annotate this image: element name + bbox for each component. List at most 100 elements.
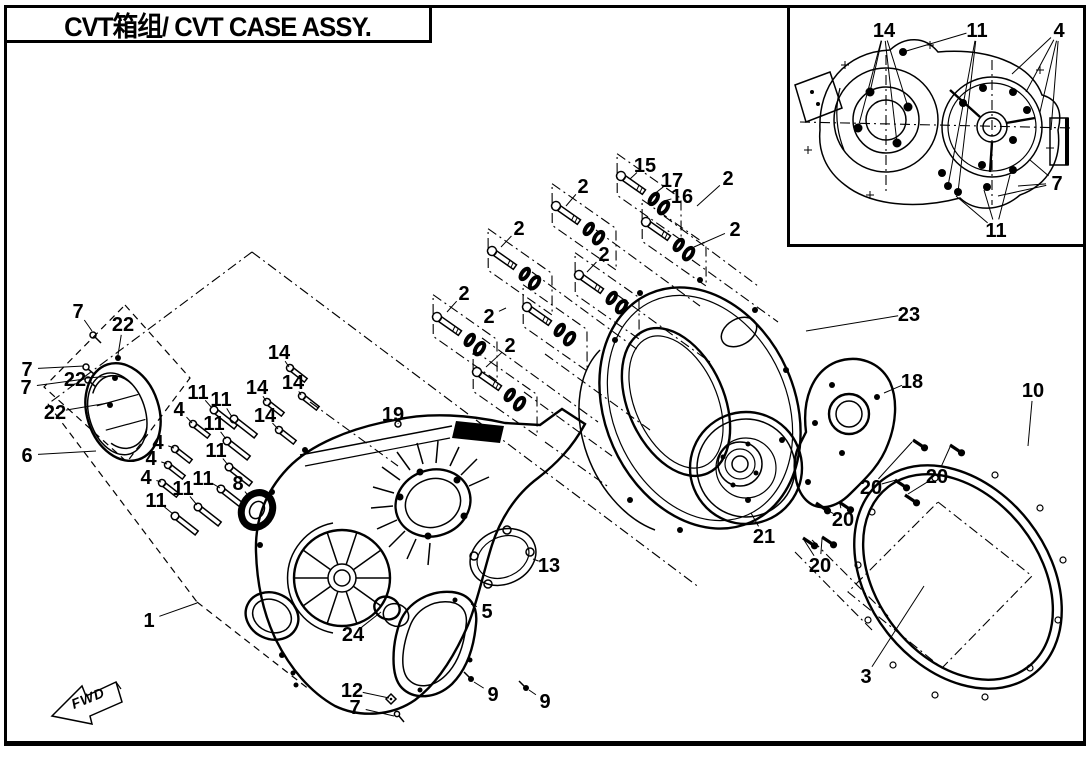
callout-14: 14	[246, 377, 269, 399]
leader-line	[298, 391, 302, 396]
callout-20: 20	[809, 555, 831, 577]
callout-13: 13	[538, 555, 560, 577]
shaft-boss	[244, 591, 300, 641]
leader-line	[693, 232, 726, 248]
leader-line	[117, 334, 122, 356]
leader-line	[902, 32, 967, 53]
callout-3: 3	[860, 666, 871, 688]
callout-20: 20	[832, 509, 854, 531]
callout-16: 16	[671, 186, 693, 208]
title-box: CVT箱组/ CVT CASE ASSY.	[4, 5, 432, 43]
leader-line	[1011, 37, 1052, 75]
leader-line	[1039, 40, 1058, 113]
leader-line	[161, 461, 168, 465]
leader-line	[750, 512, 760, 527]
callout-11: 11	[145, 490, 166, 512]
leader-line	[365, 708, 395, 717]
leader-line	[696, 185, 721, 207]
leader-line	[803, 539, 815, 557]
collar-part24	[373, 595, 410, 628]
large-gasket-part10	[853, 464, 1067, 701]
leader-line	[37, 450, 97, 455]
callout-11: 11	[210, 389, 231, 411]
callout-2: 2	[513, 218, 524, 240]
leader-line	[652, 186, 664, 196]
leader-line	[485, 352, 503, 368]
callout-14: 14	[254, 405, 277, 427]
leader-line	[586, 261, 597, 273]
callout-11: 11	[966, 20, 987, 42]
callout-17: 17	[661, 170, 683, 192]
cvt-inner-case-part23	[578, 277, 802, 533]
leader-line	[159, 602, 198, 617]
callout-7: 7	[21, 359, 32, 381]
screw-part7-bottom	[393, 710, 405, 723]
callout-21: 21	[753, 526, 775, 548]
leader-line	[941, 446, 951, 467]
callout-11: 11	[172, 478, 193, 500]
leader-line	[446, 300, 458, 313]
callout-14: 14	[873, 20, 896, 42]
inset-box	[787, 5, 1086, 247]
leader-line	[284, 360, 290, 368]
leader-line	[1027, 400, 1033, 447]
callout-4: 4	[152, 432, 164, 454]
leader-line	[998, 174, 1011, 220]
callout-2: 2	[458, 283, 469, 305]
leader-line	[500, 235, 512, 248]
callout-11: 11	[203, 413, 224, 435]
leader-line	[222, 458, 229, 466]
inset-assembled-view	[794, 39, 1073, 209]
callout-1: 1	[143, 610, 154, 632]
callout-4: 4	[1053, 20, 1065, 42]
callout-7: 7	[72, 301, 83, 323]
leader-line	[220, 431, 227, 440]
callout-6: 6	[21, 445, 32, 467]
leader-line	[805, 315, 899, 332]
leader-line	[629, 172, 638, 180]
leader-line	[36, 378, 86, 387]
screw-7-left	[82, 331, 102, 388]
page-title: CVT箱组/ CVT CASE ASSY.	[64, 11, 373, 42]
leader-line	[528, 689, 537, 696]
callout-11: 11	[985, 220, 1006, 242]
nut-part12	[384, 692, 398, 706]
leader-line	[663, 198, 672, 202]
leader-line	[565, 194, 577, 207]
leader-line	[262, 395, 267, 402]
callout-11: 11	[187, 382, 208, 404]
cooling-fins	[370, 440, 490, 566]
callout-22: 22	[112, 314, 134, 336]
callout-9: 9	[487, 684, 498, 706]
callout-2: 2	[729, 219, 740, 241]
callout-5: 5	[481, 601, 492, 623]
callout-4: 4	[140, 467, 152, 489]
leader-line	[244, 491, 252, 500]
leader-line	[869, 40, 883, 93]
leader-line	[164, 506, 174, 515]
callout-22: 22	[64, 369, 86, 391]
callout-7: 7	[1051, 173, 1062, 195]
callout-7: 7	[349, 697, 360, 719]
callout-18: 18	[901, 371, 923, 393]
leader-line	[470, 603, 478, 608]
leader-line	[83, 319, 93, 332]
screw-part19	[394, 420, 402, 428]
leader-line	[204, 399, 213, 409]
leader-line	[362, 691, 390, 699]
leader-line	[1029, 159, 1049, 177]
leader-line	[886, 40, 909, 108]
leader-line	[168, 445, 175, 449]
leader-line	[878, 441, 913, 480]
leader-line	[907, 481, 928, 495]
leader-line	[498, 307, 507, 312]
clutch-drum-part21	[688, 410, 804, 526]
callout-20: 20	[860, 477, 882, 499]
callout-2: 2	[722, 168, 733, 190]
screws-part20	[801, 438, 967, 552]
leader-line	[883, 384, 903, 394]
screw-part9	[463, 671, 529, 691]
fwd-arrow	[50, 680, 123, 725]
